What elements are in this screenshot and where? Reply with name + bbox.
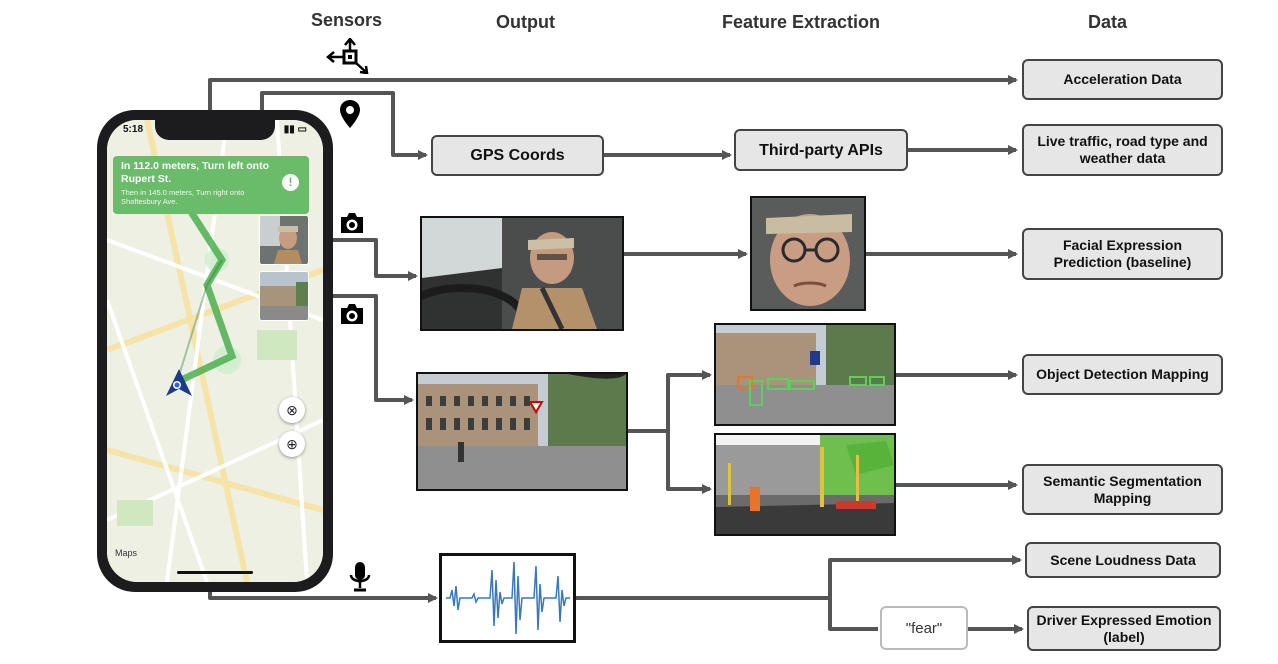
semantic-segmentation-box: Semantic Segmentation Mapping — [1022, 464, 1223, 515]
arrow-acceleration — [208, 75, 1018, 110]
driver-thumbnail-image — [260, 216, 308, 264]
arrow-road-camera — [312, 294, 414, 405]
arrow-front-camera — [312, 238, 418, 281]
semantic-segmentation-image — [714, 433, 896, 536]
third-party-apis-box: Third-party APIs — [734, 129, 908, 171]
nav-instruction: In 112.0 meters, Turn left onto Rupert S… — [121, 160, 270, 185]
fear-label-box: "fear" — [880, 606, 968, 650]
road-thumbnail-image — [260, 272, 308, 320]
arrow-gps — [260, 91, 428, 160]
phone-notch — [155, 120, 275, 140]
header-feature-extraction: Feature Extraction — [722, 12, 881, 32]
nav-next-instruction: Then in 145.0 meters, Turn right onto Sh… — [121, 188, 245, 206]
gps-coords-box: GPS Coords — [431, 135, 604, 176]
audio-waveform-image — [439, 553, 576, 643]
facial-expression-box: Facial Expression Prediction (baseline) — [1022, 228, 1223, 280]
live-traffic-box: Live traffic, road type and weather data — [1022, 124, 1223, 176]
camera-icon — [341, 213, 363, 233]
arrow-road-split — [628, 370, 712, 433]
front-camera-thumbnail[interactable] — [259, 215, 309, 265]
close-navigation-button[interactable]: ⊗ — [279, 397, 305, 423]
arrow-microphone — [208, 592, 438, 603]
header-sensors: Sensors — [311, 10, 383, 30]
phone-screen: 5:18 ▮▮ ▭ In 112.0 meters, Turn left ont… — [107, 120, 323, 582]
header-output: Output — [496, 12, 555, 32]
camera-icon — [341, 304, 363, 324]
battery-icon: ▮▮ ▭ — [283, 124, 307, 135]
recenter-button[interactable]: ⊕ — [279, 431, 305, 457]
driver-emotion-box: Driver Expressed Emotion (label) — [1027, 606, 1221, 651]
road-frame-image — [416, 372, 628, 491]
maps-logo: Maps — [115, 548, 137, 558]
object-detection-image — [714, 323, 896, 426]
arrow-audio-fear — [828, 598, 878, 631]
maps-label: Maps — [115, 548, 138, 558]
location-arrow-icon — [166, 369, 192, 396]
object-detection-box: Object Detection Mapping — [1022, 354, 1223, 395]
arrow-road-split-seg — [666, 431, 712, 494]
face-crop-image — [750, 196, 866, 311]
arrow-audio-split — [576, 555, 1022, 600]
alert-icon[interactable]: ! — [282, 174, 299, 191]
navigation-banner[interactable]: In 112.0 meters, Turn left onto Rupert S… — [113, 156, 309, 214]
accelerometer-icon — [326, 38, 369, 74]
road-camera-thumbnail[interactable] — [259, 271, 309, 321]
header-data: Data — [1088, 12, 1128, 32]
smartphone: 5:18 ▮▮ ▭ In 112.0 meters, Turn left ont… — [97, 110, 333, 592]
driver-frame-image — [420, 216, 624, 331]
scene-loudness-box: Scene Loudness Data — [1025, 542, 1221, 578]
status-time: 5:18 — [123, 124, 144, 135]
status-bar: 5:18 ▮▮ ▭ — [123, 124, 307, 135]
home-indicator — [177, 571, 253, 574]
map-pin-icon — [340, 100, 360, 128]
microphone-icon — [349, 562, 371, 592]
acceleration-data-box: Acceleration Data — [1022, 59, 1223, 100]
